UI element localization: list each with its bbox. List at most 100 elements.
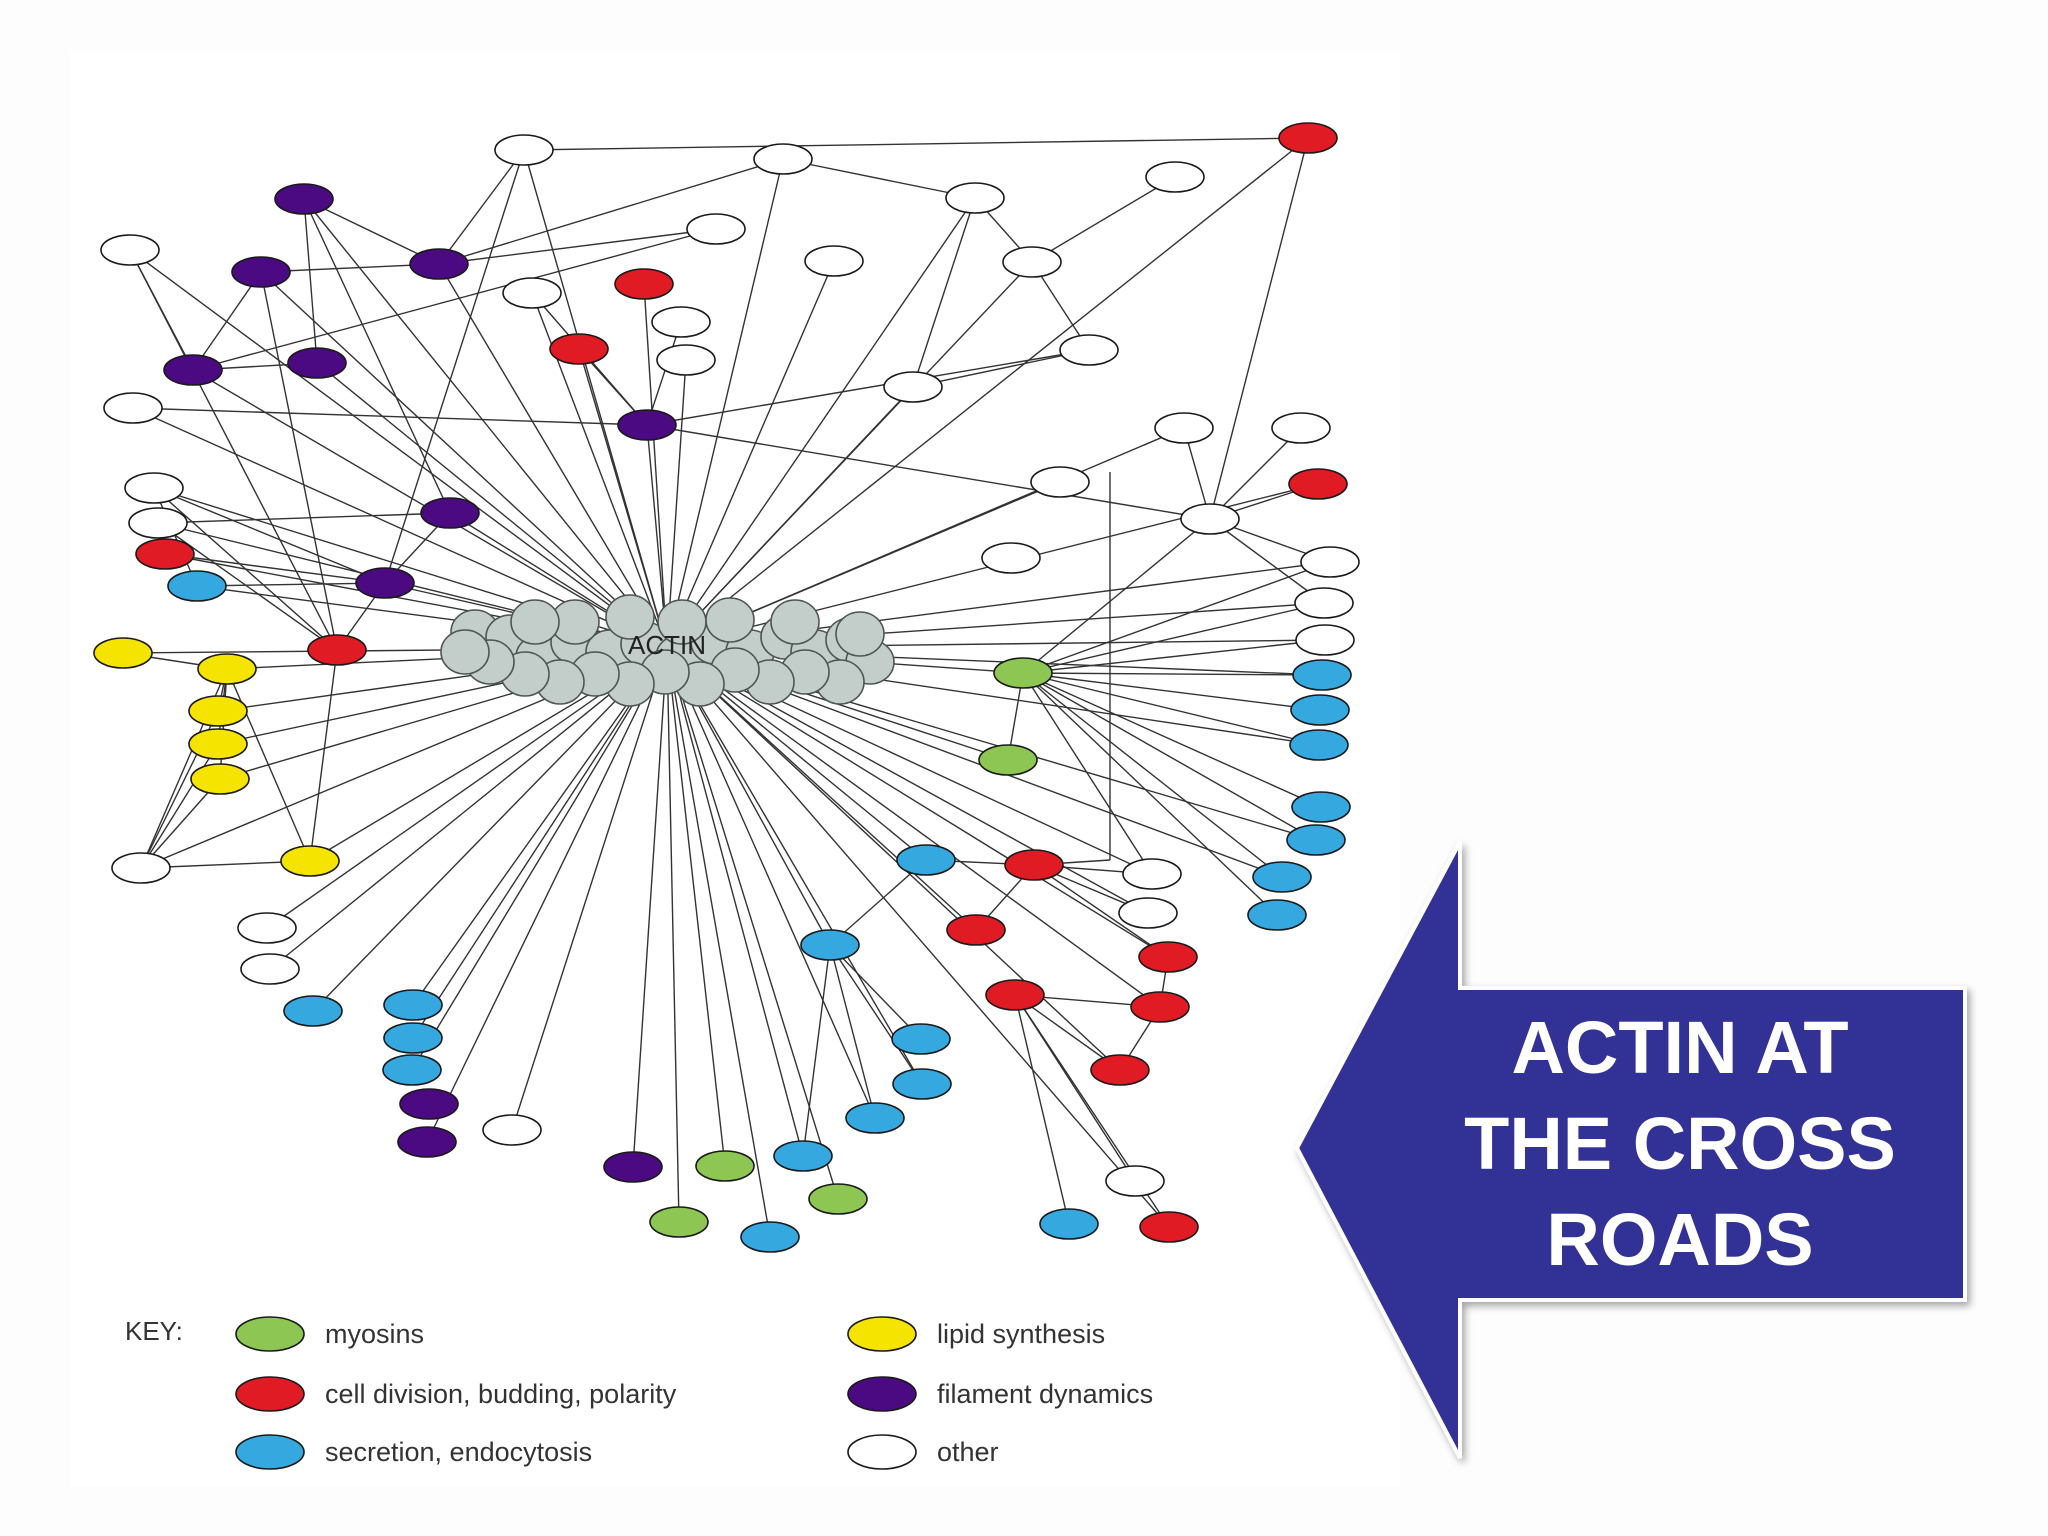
- actin-subunit: [605, 594, 655, 640]
- interaction-edge: [129, 249, 338, 651]
- node-other: [494, 134, 554, 166]
- node-other: [1002, 246, 1062, 278]
- node-filament: [287, 347, 347, 379]
- node-cell-division: [1004, 849, 1064, 881]
- interaction-edge: [157, 512, 451, 524]
- node-other: [753, 143, 813, 175]
- node-other: [656, 344, 716, 376]
- actin-edge: [438, 263, 657, 630]
- node-filament: [397, 1126, 457, 1158]
- interaction-edge: [1022, 672, 1283, 878]
- actin-edge: [578, 348, 664, 634]
- node-other: [1180, 503, 1240, 535]
- node-other: [1294, 587, 1354, 619]
- node-other: [1295, 624, 1355, 656]
- actin-edge: [523, 149, 661, 624]
- legend-label-lipid: lipid synthesis: [937, 1319, 1105, 1349]
- node-other: [651, 306, 711, 338]
- legend-swatch-filament: [847, 1376, 917, 1412]
- node-lipid: [197, 653, 257, 685]
- node-other: [237, 912, 297, 944]
- node-other: [981, 542, 1041, 574]
- interaction-edge: [646, 349, 1090, 426]
- node-secretion: [382, 1054, 442, 1086]
- actin-edge: [691, 662, 1169, 958]
- actin-edge: [676, 671, 876, 1119]
- actin-edge: [192, 369, 644, 635]
- node-secretion: [1292, 659, 1352, 691]
- legend-swatch-lipid: [847, 1316, 917, 1352]
- actin-edge: [132, 407, 641, 637]
- actin-edge: [646, 424, 667, 637]
- node-other: [804, 245, 864, 277]
- interaction-edge: [912, 197, 976, 388]
- node-secretion: [1291, 791, 1351, 823]
- actin-cluster: [440, 594, 895, 707]
- legend-label-cell-division: cell division, budding, polarity: [325, 1379, 677, 1409]
- interaction-edge: [1209, 518, 1325, 604]
- interaction-edge: [140, 778, 221, 869]
- node-other: [883, 371, 943, 403]
- interaction-edge: [646, 424, 1211, 520]
- actin-edge: [129, 249, 641, 629]
- actin-edge: [667, 359, 687, 634]
- actin-edge: [671, 677, 771, 1238]
- actin-edge: [674, 662, 831, 946]
- node-secretion: [773, 1140, 833, 1172]
- actin-subunit: [440, 629, 490, 675]
- actin-edge: [632, 673, 666, 1168]
- node-secretion: [383, 989, 443, 1021]
- node-secretion: [383, 1022, 443, 1054]
- interaction-edge: [438, 158, 784, 265]
- actin-edge: [411, 668, 655, 1071]
- node-other: [686, 213, 746, 245]
- node-other: [111, 852, 171, 884]
- node-cell-division: [1090, 1054, 1150, 1086]
- interaction-edge: [153, 487, 338, 651]
- node-other: [502, 277, 562, 309]
- interaction-edge: [1209, 137, 1309, 520]
- legend-swatch-myosins: [235, 1316, 305, 1352]
- node-filament: [274, 183, 334, 215]
- interaction-edge: [829, 944, 923, 1085]
- node-cell-division: [614, 268, 674, 300]
- legend-swatch-cell-division: [235, 1376, 305, 1412]
- node-secretion: [891, 1023, 951, 1055]
- node-myosins: [993, 657, 1053, 689]
- node-other: [1118, 897, 1178, 929]
- node-other: [1122, 858, 1182, 890]
- node-secretion: [1039, 1208, 1099, 1240]
- node-myosins: [808, 1183, 868, 1215]
- node-cell-division: [135, 538, 195, 570]
- actin-edge: [266, 661, 648, 929]
- interaction-edge: [1022, 672, 1322, 808]
- actin-edge: [691, 676, 1170, 1228]
- node-other: [1145, 161, 1205, 193]
- node-secretion: [1289, 729, 1349, 761]
- legend-label-filament: filament dynamics: [937, 1379, 1153, 1409]
- legend-label-secretion: secretion, endocytosis: [325, 1437, 592, 1467]
- actin-edge: [511, 671, 660, 1131]
- node-secretion: [283, 995, 343, 1027]
- interaction-edge: [1031, 176, 1176, 263]
- node-other: [1105, 1165, 1165, 1197]
- actin-edge: [678, 386, 914, 636]
- node-cell-division: [946, 914, 1006, 946]
- node-other: [103, 392, 163, 424]
- node-cell-division: [1138, 941, 1198, 973]
- actin-edge: [681, 197, 976, 626]
- legend-label-other: other: [937, 1437, 999, 1467]
- actin-edge: [269, 663, 648, 970]
- node-filament: [409, 248, 469, 280]
- actin-label: ACTIN: [628, 630, 706, 660]
- interaction-edge: [1014, 994, 1070, 1225]
- interaction-edge: [829, 944, 876, 1119]
- actin-edge: [679, 669, 923, 1085]
- actin-edge: [643, 283, 667, 630]
- interaction-edge: [1209, 427, 1302, 520]
- node-secretion: [1286, 824, 1346, 856]
- node-cell-division: [1288, 468, 1348, 500]
- node-lipid: [93, 637, 153, 669]
- node-filament: [420, 497, 480, 529]
